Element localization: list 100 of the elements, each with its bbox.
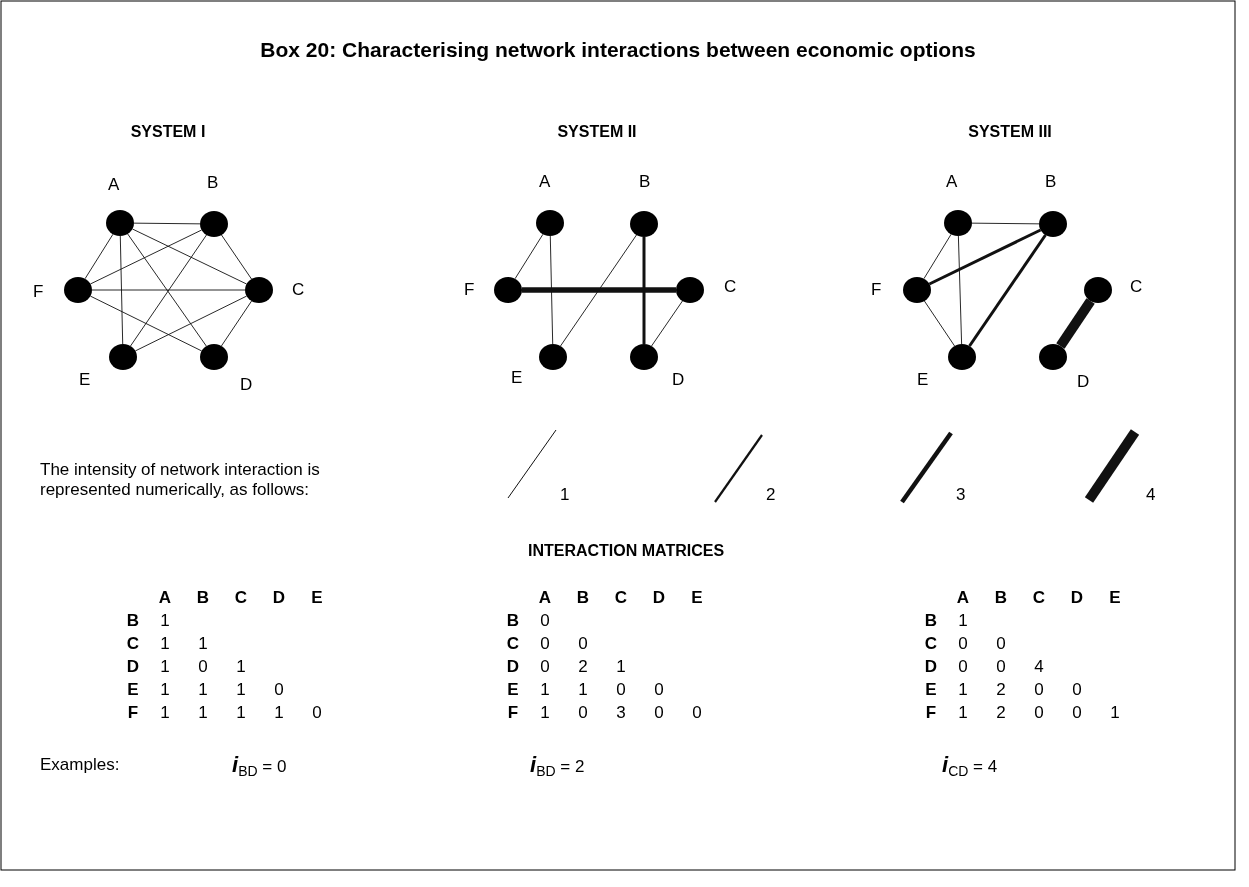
matrix-value: 1: [236, 703, 246, 723]
connection-line: [971, 222, 1040, 225]
connection-line: [89, 229, 203, 285]
matrix-row-header: D: [126, 657, 140, 677]
legend-label: 2: [766, 485, 776, 505]
matrix-value: 1: [958, 611, 968, 631]
matrix-row-header: C: [506, 634, 520, 654]
matrix-value: 0: [616, 680, 626, 700]
node-label: E: [511, 368, 523, 388]
matrix-value: 0: [540, 657, 550, 677]
connection-line: [221, 234, 252, 280]
system-heading: SYSTEM III: [968, 122, 1052, 142]
matrix-value: 1: [236, 680, 246, 700]
example-formula: i$_{BD}$ = 2: [530, 755, 585, 782]
matrix-header: B: [196, 588, 210, 608]
matrix-header: C: [1032, 588, 1046, 608]
matrix-value: 1: [160, 634, 170, 654]
matrix-value: 0: [578, 634, 588, 654]
node-label: C: [1130, 277, 1143, 297]
connection-line: [923, 233, 952, 280]
matrix-value: 1: [1110, 703, 1120, 723]
node-label: D: [240, 375, 253, 395]
matrix-value: 1: [540, 680, 550, 700]
connection-line: [134, 295, 248, 352]
matrix-value: 2: [996, 680, 1006, 700]
title: Box 20: Characterising network interactions between economic options: [259, 38, 977, 62]
matrix-value: 0: [1072, 703, 1082, 723]
matrix-value: 0: [958, 634, 968, 654]
node-label: B: [639, 172, 651, 192]
node-label: A: [108, 175, 120, 195]
connection-line: [549, 235, 554, 345]
matrix-row-header: E: [925, 680, 937, 700]
matrix-header: E: [311, 588, 323, 608]
node-label: A: [539, 172, 551, 192]
node-label: C: [724, 277, 737, 297]
connection-line: [119, 235, 124, 345]
matrix-value: 1: [160, 611, 170, 631]
matrix-row-header: F: [507, 703, 519, 723]
matrix-row-header: F: [925, 703, 937, 723]
matrix-value: 0: [692, 703, 702, 723]
matrix-value: 1: [958, 703, 968, 723]
node-label: D: [672, 370, 685, 390]
matrix-value: 2: [578, 657, 588, 677]
node-label: B: [207, 173, 219, 193]
matrix-value: 0: [1034, 703, 1044, 723]
connection-line: [957, 235, 963, 345]
matrix-value: 0: [1072, 680, 1082, 700]
matrix-value: 0: [540, 634, 550, 654]
matrix-value: 1: [198, 634, 208, 654]
connection-line: [968, 234, 1047, 347]
matrix-row-header: B: [924, 611, 938, 631]
matrix-value: 0: [996, 657, 1006, 677]
matrix-header: E: [691, 588, 703, 608]
matrix-value: 1: [160, 657, 170, 677]
matrix-value: 0: [996, 634, 1006, 654]
connection-line: [923, 300, 956, 347]
connection-line: [132, 228, 247, 285]
connection-line: [560, 234, 637, 347]
connection-line: [91, 289, 246, 291]
matrix-header: A: [538, 588, 552, 608]
matrix-header: D: [1070, 588, 1084, 608]
matrix-row-header: D: [506, 657, 520, 677]
matrix-value: 0: [198, 657, 208, 677]
matrix-row-header: B: [506, 611, 520, 631]
node-label: F: [33, 282, 44, 302]
matrix-value: 0: [958, 657, 968, 677]
matrix-value: 1: [236, 657, 246, 677]
matrix-value: 0: [274, 680, 284, 700]
system-heading: SYSTEM I: [130, 122, 206, 142]
matrix-value: 0: [1034, 680, 1044, 700]
matrix-header: D: [652, 588, 666, 608]
node-label: E: [917, 370, 929, 390]
matrix-value: 1: [578, 680, 588, 700]
connection-line: [928, 228, 1042, 286]
matrix-value: 1: [958, 680, 968, 700]
matrix-header: C: [614, 588, 628, 608]
intensity-note: The intensity of network interaction is represented numerically, as follows:: [40, 460, 321, 500]
matrix-header: B: [576, 588, 590, 608]
matrix-header: B: [994, 588, 1008, 608]
matrix-value: 1: [198, 680, 208, 700]
node-label: C: [292, 280, 305, 300]
node-label: D: [1077, 372, 1090, 392]
node-label: B: [1045, 172, 1057, 192]
node-label: F: [464, 280, 475, 300]
example-formula: i$_{BD}$ = 0: [232, 755, 287, 782]
matrix-row-header: E: [507, 680, 519, 700]
matrix-header: A: [956, 588, 970, 608]
matrix-header: D: [272, 588, 286, 608]
matrix-value: 0: [578, 703, 588, 723]
matrix-value: 1: [160, 680, 170, 700]
matrix-value: 1: [274, 703, 284, 723]
matrix-value: 0: [654, 680, 664, 700]
system-heading: SYSTEM II: [557, 122, 637, 142]
legend-label: 4: [1146, 485, 1156, 505]
node-label: A: [946, 172, 958, 192]
connection-line: [651, 300, 683, 347]
matrix-value: 2: [996, 703, 1006, 723]
section-heading: INTERACTION MATRICES: [527, 541, 725, 561]
matrix-value: 0: [312, 703, 322, 723]
legend-label: 3: [956, 485, 966, 505]
